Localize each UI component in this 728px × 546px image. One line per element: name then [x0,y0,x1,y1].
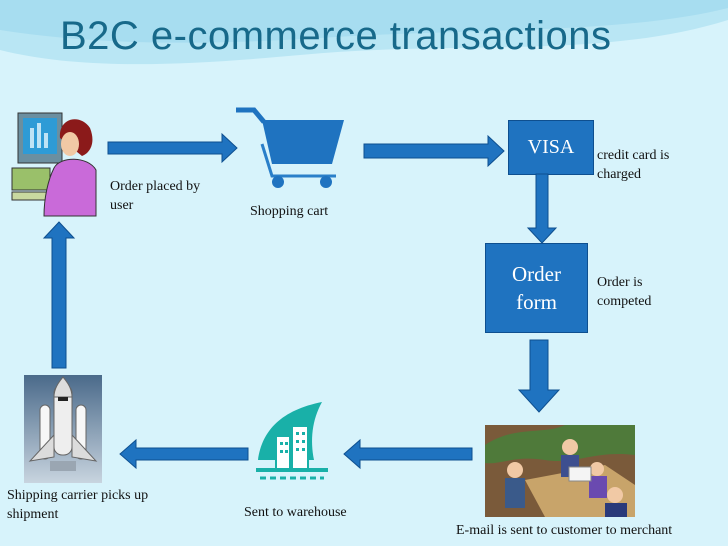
arrow-shipping-to-user [42,221,76,369]
arrow-user-to-cart [107,132,238,164]
business-meeting-icon [485,425,635,517]
space-shuttle-icon [24,375,102,483]
visa-box: VISA [508,120,594,175]
arrow-order-to-email [517,339,561,413]
cart-label: Shopping cart [250,204,329,219]
warehouse-icon [256,402,328,480]
shopping-cart-icon [236,107,344,188]
computer-user-icon [11,112,97,217]
visa-note: credit card is charged [597,148,670,182]
shipping-label: Shipping carrier picks up shipment [7,488,149,522]
header-wave [0,0,728,65]
email-label: E-mail is sent to customer to merchant [456,523,673,538]
warehouse-label: Sent to warehouse [244,505,347,520]
user-label: Order placed by user [110,179,201,213]
order-form-label: Order form [512,262,561,314]
arrow-visa-to-order [526,173,558,244]
arrow-warehouse-to-shipping [119,438,249,470]
order-form-box: Order form [485,243,588,333]
order-note: Order is competed [597,275,652,309]
arrow-cart-to-visa [363,134,505,168]
page-title: B2C e-commerce transactions [60,14,612,58]
arrow-email-to-warehouse [343,438,473,470]
